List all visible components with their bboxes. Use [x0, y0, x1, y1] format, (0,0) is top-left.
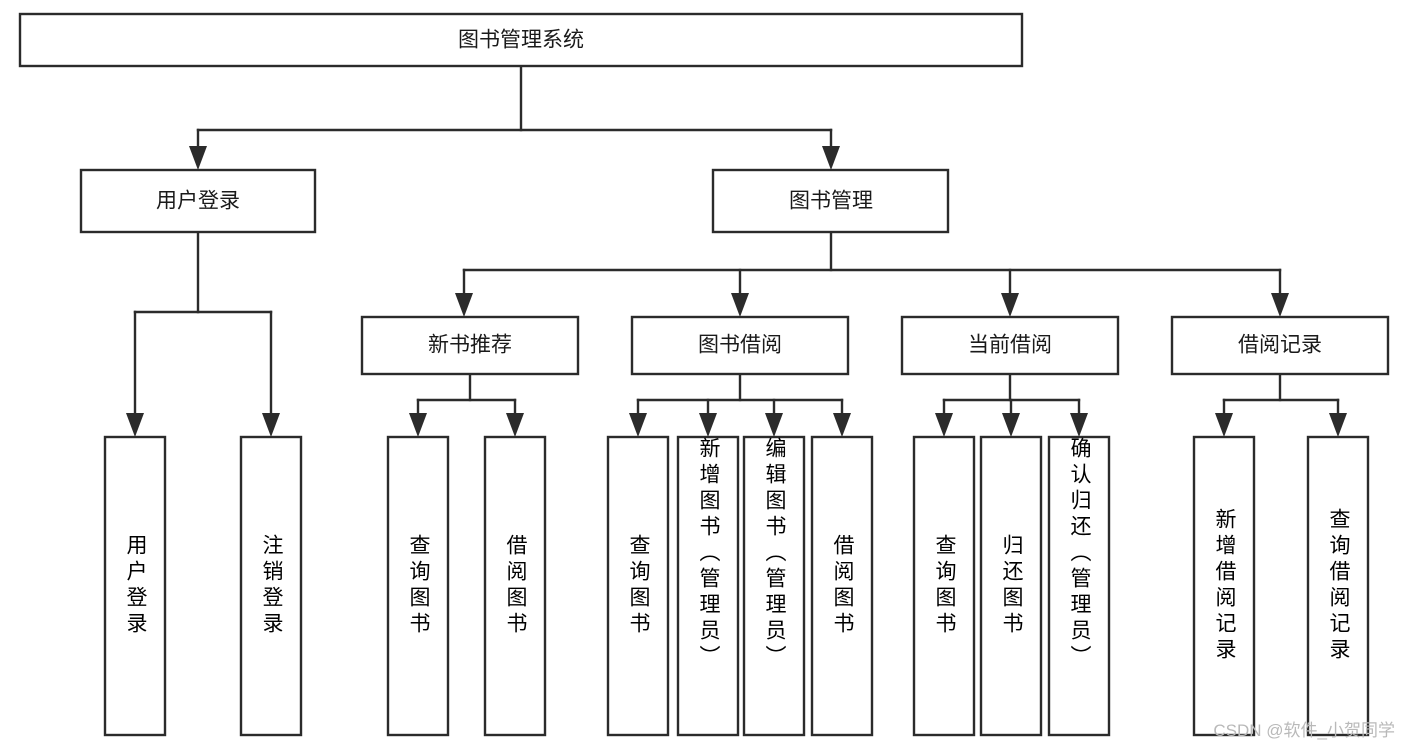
arrow-leaf-query-book-2 — [629, 413, 647, 437]
node-leaf-add-record-label: 新增借阅记录 — [1213, 508, 1236, 664]
node-leaf-user-login-label: 用户登录 — [124, 534, 147, 638]
arrow-user-login — [189, 146, 207, 170]
node-new-book-recommend-label: 新书推荐 — [428, 334, 512, 357]
node-leaf-confirm-return-box[interactable] — [1047, 435, 1111, 737]
node-leaf-confirm-return-label: 确认归还（管理员） — [1068, 437, 1091, 671]
node-new-book-recommend[interactable]: 新书推荐 — [360, 315, 580, 376]
node-leaf-return-book-label: 归还图书 — [1000, 534, 1023, 638]
node-new-book-recommend-box[interactable] — [360, 315, 580, 376]
node-book-management[interactable]: 图书管理 — [711, 168, 950, 234]
node-book-borrow-box[interactable] — [630, 315, 850, 376]
node-leaf-user-login-box[interactable] — [103, 435, 167, 737]
node-leaf-query-record-box[interactable] — [1306, 435, 1370, 737]
arrow-leaf-user-logout — [262, 413, 280, 437]
node-leaf-edit-book-label: 编辑图书（管理员） — [763, 437, 786, 671]
arrow-new-book-recommend — [455, 293, 473, 317]
arrow-leaf-edit-book — [765, 413, 783, 437]
node-leaf-borrow-book-1-label: 借阅图书 — [504, 534, 527, 638]
node-leaf-add-book-box[interactable] — [676, 435, 740, 737]
node-current-borrow-box[interactable] — [900, 315, 1120, 376]
arrow-leaf-query-book-3 — [935, 413, 953, 437]
node-borrow-record-box[interactable] — [1170, 315, 1390, 376]
arrow-book-borrow — [731, 293, 749, 317]
node-user-login-label: 用户登录 — [156, 190, 240, 213]
arrow-leaf-query-book-1 — [409, 413, 427, 437]
arrow-leaf-add-record — [1215, 413, 1233, 437]
node-leaf-user-logout-label: 注销登录 — [260, 534, 283, 638]
arrow-leaf-query-record — [1329, 413, 1347, 437]
node-leaf-add-record-box[interactable] — [1192, 435, 1256, 737]
node-current-borrow-label: 当前借阅 — [968, 334, 1052, 357]
node-leaf-borrow-book-1-box[interactable] — [483, 435, 547, 737]
node-root-label: 图书管理系统 — [458, 29, 584, 52]
arrow-leaf-confirm-return — [1070, 413, 1088, 437]
arrow-leaf-add-book — [699, 413, 717, 437]
node-user-login-box[interactable] — [79, 168, 317, 234]
node-current-borrow[interactable]: 当前借阅 — [900, 315, 1120, 376]
node-leaf-add-book-label: 新增图书（管理员） — [697, 437, 720, 671]
edges-layer — [126, 64, 1347, 437]
leaf-boxes-layer — [103, 435, 1370, 737]
arrow-leaf-borrow-book-2 — [833, 413, 851, 437]
node-borrow-record[interactable]: 借阅记录 — [1170, 315, 1390, 376]
node-leaf-edit-book-box[interactable] — [742, 435, 806, 737]
node-leaf-query-book-3-label: 查询图书 — [933, 534, 956, 638]
csdn-watermark: CSDN @软件_小贺同学 — [1213, 721, 1395, 740]
arrow-leaf-borrow-book-1 — [506, 413, 524, 437]
node-book-management-box[interactable] — [711, 168, 950, 234]
node-book-borrow[interactable]: 图书借阅 — [630, 315, 850, 376]
node-borrow-record-label: 借阅记录 — [1238, 334, 1322, 357]
node-user-login[interactable]: 用户登录 — [79, 168, 317, 234]
arrow-book-management — [822, 146, 840, 170]
node-leaf-user-logout-box[interactable] — [239, 435, 303, 737]
leaf-labels-layer: 用户登录 注销登录 查询图书 借阅图书 查询图书 — [124, 437, 1350, 671]
node-leaf-query-record-label: 查询借阅记录 — [1327, 508, 1350, 664]
node-leaf-query-book-1-box[interactable] — [386, 435, 450, 737]
node-leaf-query-book-1-label: 查询图书 — [407, 534, 430, 638]
node-leaf-borrow-book-2-box[interactable] — [810, 435, 874, 737]
arrow-leaf-user-login — [126, 413, 144, 437]
arrow-current-borrow — [1001, 293, 1019, 317]
node-leaf-query-book-2-label: 查询图书 — [627, 534, 650, 638]
arrow-leaf-return-book — [1002, 413, 1020, 437]
node-book-management-label: 图书管理 — [789, 190, 873, 213]
node-leaf-query-book-2-box[interactable] — [606, 435, 670, 737]
arrow-borrow-record — [1271, 293, 1289, 317]
node-book-borrow-label: 图书借阅 — [698, 334, 782, 357]
node-leaf-return-book-box[interactable] — [979, 435, 1043, 737]
node-root-box[interactable] — [18, 12, 1024, 68]
node-root[interactable]: 图书管理系统 — [18, 12, 1024, 68]
node-leaf-query-book-3-box[interactable] — [912, 435, 976, 737]
node-leaf-borrow-book-2-label: 借阅图书 — [831, 534, 854, 638]
